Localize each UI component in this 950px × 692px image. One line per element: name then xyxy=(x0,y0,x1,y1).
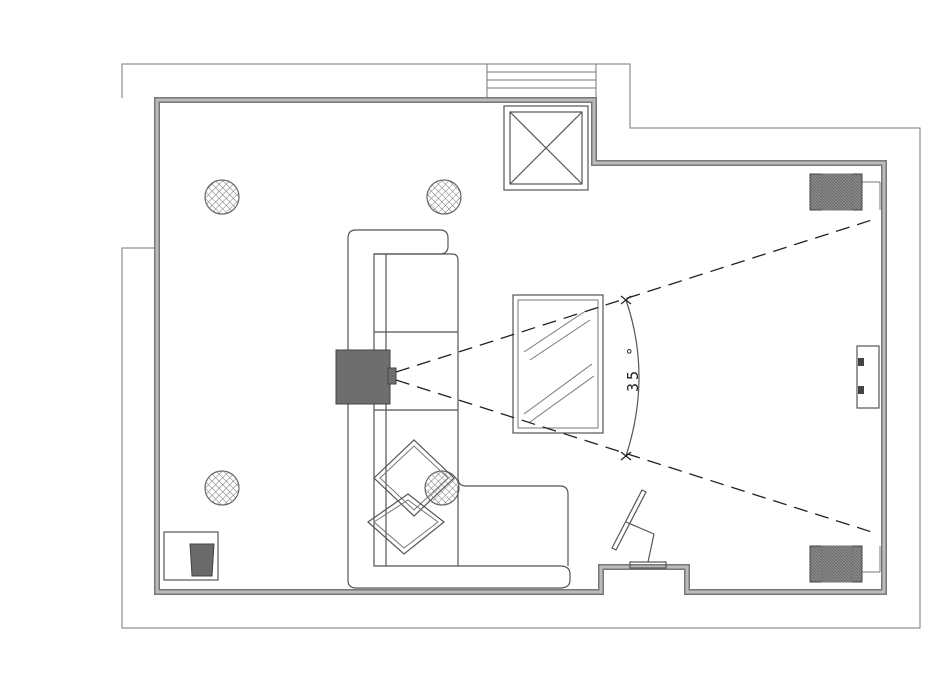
ceiling-speaker-bottom-right-icon xyxy=(424,470,460,506)
angle-label: 35 ° xyxy=(624,344,642,392)
cushion-lower xyxy=(367,493,445,555)
outer-outline xyxy=(121,63,921,629)
subwoofer-icon xyxy=(163,531,219,581)
angle-arc xyxy=(620,295,640,461)
listening-position xyxy=(335,349,397,405)
ceiling-speaker-top-left-icon xyxy=(204,179,240,215)
speaker-front-right-icon xyxy=(809,545,881,583)
cushion-upper xyxy=(373,439,455,517)
room-walls xyxy=(154,97,887,595)
speaker-front-left-icon xyxy=(809,173,881,211)
floor-lamp xyxy=(611,489,667,569)
center-speaker-icon xyxy=(856,345,880,409)
ceiling-speaker-top-right-icon xyxy=(426,179,462,215)
skylight-icon xyxy=(503,105,589,191)
coffee-table xyxy=(512,294,604,434)
listening-triangle xyxy=(395,217,879,535)
ceiling-speaker-bottom-left-icon xyxy=(204,470,240,506)
